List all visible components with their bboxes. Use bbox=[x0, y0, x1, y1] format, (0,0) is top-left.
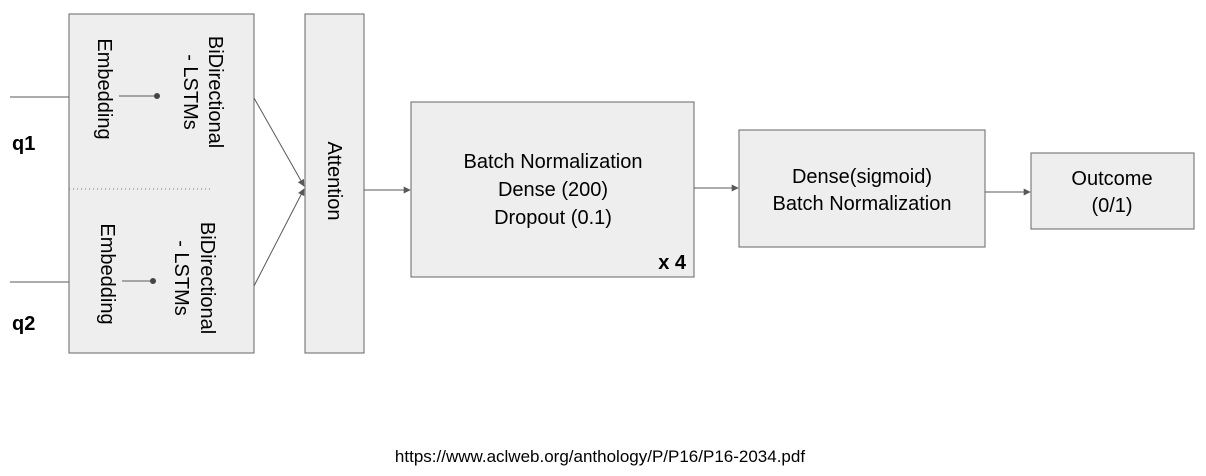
output-block-line1: Dense(sigmoid) bbox=[792, 166, 932, 188]
top-bilstm-label-line1: BiDirectional bbox=[204, 36, 226, 148]
bottom-bilstm-label-line1: BiDirectional bbox=[196, 222, 218, 334]
q2-label: q2 bbox=[12, 313, 35, 335]
bottom-bilstm-label-line2: - LSTMs bbox=[170, 240, 192, 316]
encoder-bottom-to-attention-arrow bbox=[253, 188, 305, 287]
outcome-line2: (0/1) bbox=[1091, 195, 1132, 217]
output-block-box bbox=[738, 129, 986, 248]
outcome-line1: Outcome bbox=[1071, 168, 1152, 190]
attention-label: Attention bbox=[323, 142, 345, 221]
dense-block-box bbox=[410, 101, 695, 278]
dense-block-line3: Dropout (0.1) bbox=[494, 207, 612, 229]
top-embedding-label: Embedding bbox=[93, 38, 115, 139]
encoder-box bbox=[68, 13, 255, 354]
output-block-line2: Batch Normalization bbox=[773, 193, 952, 215]
bottom-connector-dot bbox=[150, 278, 156, 284]
dense-block-line2: Dense (200) bbox=[498, 179, 608, 201]
encoder-top-to-attention-arrow bbox=[253, 97, 305, 187]
dense-block-repeat-label: x 4 bbox=[658, 252, 687, 274]
attention-box bbox=[304, 13, 365, 354]
q1-label: q1 bbox=[12, 133, 35, 155]
top-connector-dot bbox=[154, 93, 160, 99]
bottom-embedding-label: Embedding bbox=[96, 223, 118, 324]
source-url: https://www.aclweb.org/anthology/P/P16/P… bbox=[395, 447, 805, 466]
outcome-box bbox=[1030, 152, 1195, 230]
dense-block-line1: Batch Normalization bbox=[464, 151, 643, 173]
top-bilstm-label-line2: - LSTMs bbox=[179, 54, 201, 130]
